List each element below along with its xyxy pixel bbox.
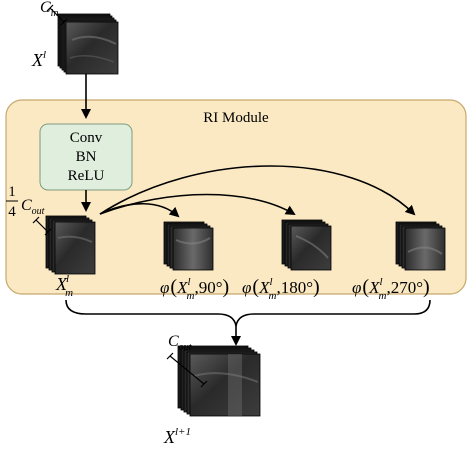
input-tensor	[57, 13, 119, 75]
arrow-to-rot270	[99, 165, 416, 216]
output-tensor-label: Xl+1	[163, 426, 191, 447]
relu-label: ReLU	[68, 168, 105, 184]
rotated-tensor-180	[281, 219, 332, 271]
bn-label: BN	[76, 149, 97, 165]
input-channel-bracket	[46, 4, 68, 26]
svg-text:4: 4	[8, 204, 16, 220]
arrow-to-rot180	[99, 193, 296, 216]
rotated-tensor-90	[163, 221, 214, 271]
input-tensor-label: Xl	[31, 49, 46, 70]
svg-text:1: 1	[8, 184, 16, 200]
concat-brace	[65, 299, 431, 327]
output-channel-bracket	[166, 352, 208, 388]
output-tensor	[177, 345, 261, 417]
rotated-tensor-270	[395, 221, 446, 271]
ri-module-title: RI Module	[203, 110, 269, 126]
input-channel-label: Cin	[40, 0, 58, 19]
reduced-channel-fraction: 1 4	[6, 184, 18, 220]
output-channel-label: Cout	[168, 333, 192, 353]
reduced-channel-label: Cout	[21, 197, 45, 217]
reduced-tensor	[45, 215, 96, 275]
reduced-channel-bracket	[32, 216, 52, 236]
conv-label: Conv	[70, 130, 103, 146]
